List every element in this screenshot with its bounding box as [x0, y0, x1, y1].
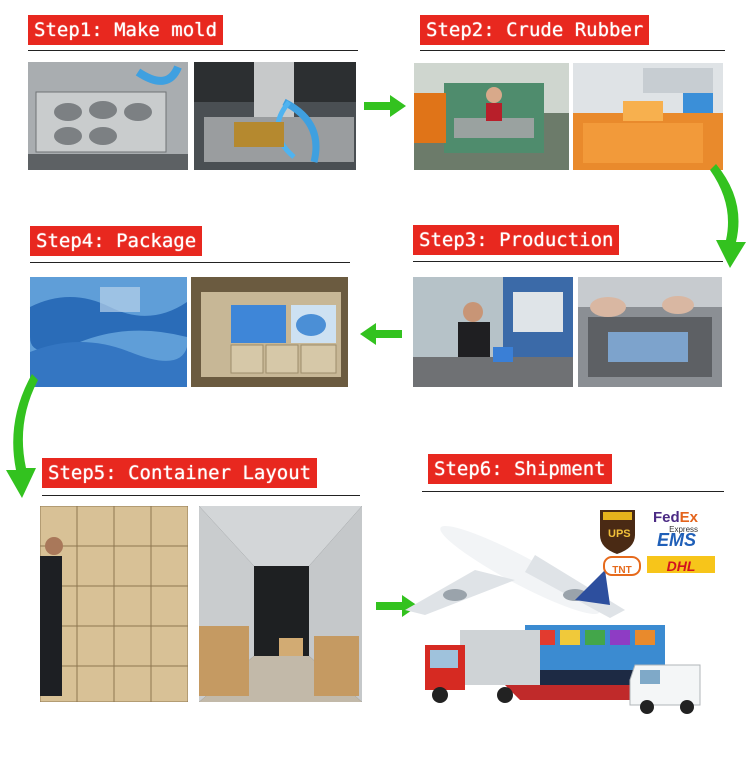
- step1-rule: [28, 50, 358, 51]
- tnt-logo-text: TNT: [612, 565, 632, 576]
- ups-logo-text: UPS: [608, 528, 631, 540]
- mold-photo-2: [194, 62, 356, 170]
- arrow-right-icon: [376, 595, 418, 617]
- curved-arrow-down-left-icon: [6, 374, 38, 498]
- step3-label: Step3: Production: [413, 225, 620, 255]
- ems-logo-text: EMS: [657, 530, 697, 550]
- step2-rule: [420, 50, 725, 51]
- step3-rule: [413, 261, 723, 262]
- step1-label: Step1: Make mold: [28, 15, 224, 45]
- fedex-fed-text: Fed: [653, 509, 680, 526]
- step4-rule: [30, 262, 350, 263]
- curved-arrow-down-icon: [710, 164, 746, 268]
- production-photo-2: [578, 277, 722, 387]
- step5-rule: [42, 495, 360, 496]
- ups-logo: [600, 510, 635, 554]
- shipment-illustration: UPS FedEx Express EMS TNT DHL: [395, 500, 720, 725]
- step5-label: Step5: Container Layout: [42, 458, 318, 488]
- arrow-right-icon: [364, 95, 406, 117]
- step6-label: Step6: Shipment: [428, 454, 612, 484]
- van-icon: [629, 664, 701, 714]
- package-photo-2: [191, 277, 348, 387]
- step2-label: Step2: Crude Rubber: [420, 15, 650, 45]
- fedex-logo: FedEx Express: [653, 510, 698, 534]
- fedex-ex-text: Ex: [679, 509, 699, 526]
- step6-rule: [422, 491, 724, 492]
- package-photo-1: [30, 277, 187, 387]
- crude-rubber-photo-2: [573, 63, 723, 170]
- container-photo-2: [199, 506, 362, 702]
- mold-photo-1: [28, 62, 188, 170]
- container-photo-1: [40, 506, 188, 702]
- dhl-logo-text: DHL: [666, 558, 696, 574]
- fedex-express-text: Express: [669, 525, 699, 534]
- crude-rubber-photo-1: [414, 63, 569, 170]
- dhl-logo: DHL: [647, 556, 715, 574]
- step4-label: Step4: Package: [30, 226, 203, 256]
- truck-icon: [425, 630, 540, 703]
- airplane-icon: [405, 525, 625, 618]
- tnt-logo: TNT: [603, 556, 641, 576]
- arrow-left-icon: [360, 323, 402, 345]
- production-photo-1: [413, 277, 573, 387]
